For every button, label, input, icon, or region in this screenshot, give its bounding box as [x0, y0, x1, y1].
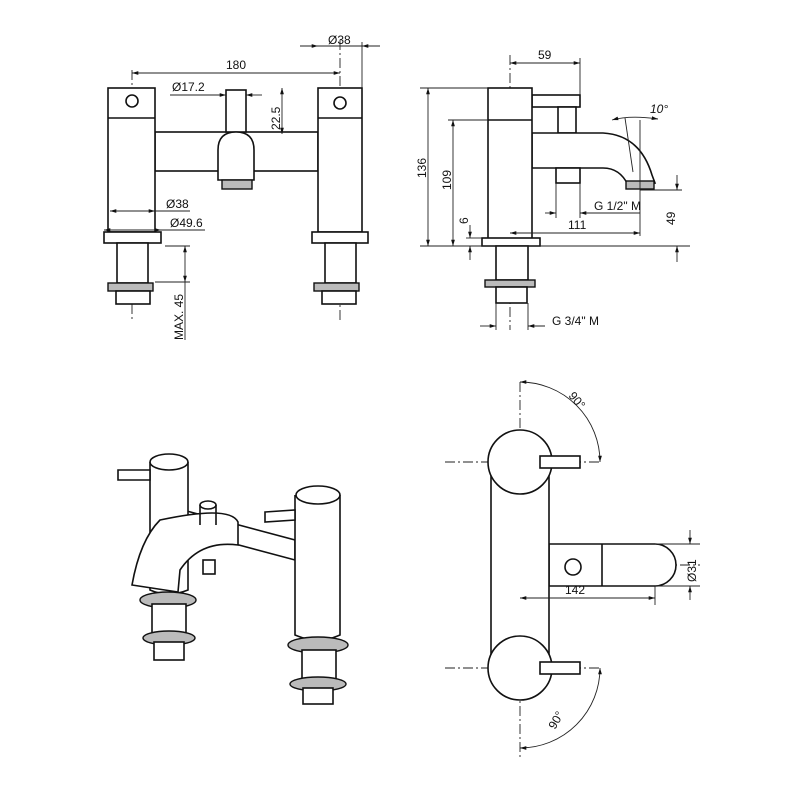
dim-spout-diameter-top: Ø31 — [685, 559, 699, 582]
dim-spout-diameter: Ø17.2 — [172, 80, 205, 94]
top-view: 90° 90° Ø31 142 — [445, 380, 700, 760]
dim-pillar: Ø38 — [166, 197, 189, 211]
dim-flange: Ø49.6 — [170, 216, 203, 230]
side-view: 59 136 109 6 111 G 1/2" M 49 10° G 3/4" … — [415, 48, 690, 330]
dim-body-height: 109 — [440, 170, 454, 190]
front-view: 180 Ø38 Ø17.2 22.5 Ø38 Ø49.6 MAX. 45 — [103, 33, 380, 340]
dim-handle-offset: 59 — [538, 48, 552, 62]
dim-total-height: 136 — [415, 158, 429, 178]
dim-rotation-top: 90° — [566, 389, 589, 412]
dim-spout-angle: 10° — [650, 102, 668, 116]
dim-pillar-top: Ø38 — [328, 33, 351, 47]
dim-spout-reach: 111 — [568, 218, 587, 232]
dim-max-deck: MAX. 45 — [172, 294, 186, 340]
dim-inlet-thread: G 3/4" M — [552, 314, 599, 328]
dim-flange-height: 6 — [457, 217, 471, 224]
dim-spout-thread: G 1/2" M — [594, 199, 641, 213]
dim-spout-height: 22.5 — [269, 106, 283, 130]
dim-width: 180 — [226, 58, 246, 72]
isometric-view — [117, 453, 349, 705]
dim-spout-height-side: 49 — [664, 211, 678, 225]
dim-rotation-bottom: 90° — [545, 709, 566, 732]
dim-spout-length: 142 — [565, 583, 585, 597]
